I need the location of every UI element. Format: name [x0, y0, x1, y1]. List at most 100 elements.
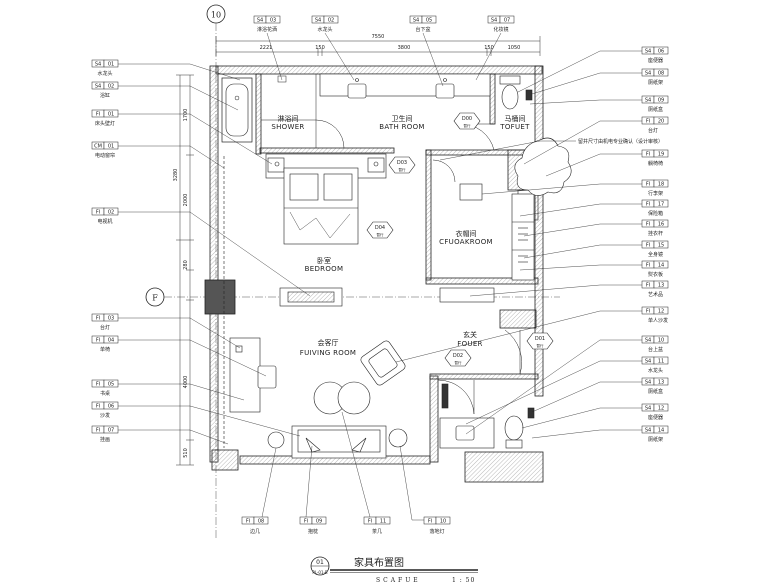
coffee-table-2	[337, 381, 371, 415]
svg-text:S4: S4	[413, 18, 419, 24]
side-table	[267, 431, 285, 449]
svg-text:D00: D00	[462, 116, 472, 122]
door-tag-d03: D03 暂行	[388, 156, 416, 174]
svg-text:18: 18	[658, 182, 664, 188]
svg-text:落地灯: 落地灯	[429, 528, 444, 535]
tag-top-3: S4 05 台下盆	[409, 15, 444, 87]
dimension-top	[215, 36, 541, 56]
svg-text:S4: S4	[645, 380, 651, 386]
svg-text:19: 19	[658, 152, 664, 158]
svg-text:FI: FI	[646, 283, 650, 289]
room-foyer-cn: 玄关	[463, 330, 477, 339]
svg-text:17: 17	[658, 202, 664, 208]
svg-text:厕纸架: 厕纸架	[648, 79, 663, 86]
room-bedroom-en: BEDROOM	[305, 265, 344, 273]
svg-text:05: 05	[426, 18, 432, 24]
svg-text:03: 03	[270, 18, 276, 24]
tag-right-9: FI 16 挂衣杆	[523, 219, 669, 237]
svg-text:FI: FI	[96, 112, 100, 118]
drawing-title-en: SCAFUE	[376, 577, 421, 584]
room-toilet-en: TOFUET	[499, 123, 530, 131]
svg-text:厕纸架: 厕纸架	[648, 436, 663, 443]
svg-text:书桌: 书桌	[100, 390, 110, 397]
grid-label-h: F	[152, 294, 158, 303]
svg-text:FI: FI	[246, 519, 250, 525]
room-toilet-cn: 马桶间	[505, 114, 526, 123]
svg-text:茶几: 茶几	[372, 528, 382, 535]
svg-text:D04: D04	[375, 225, 385, 231]
svg-text:S4: S4	[95, 62, 101, 68]
shower-area	[261, 74, 317, 121]
plant	[514, 137, 572, 196]
svg-text:02: 02	[108, 84, 114, 90]
svg-text:浴缸: 浴缸	[100, 92, 110, 99]
floor-lamp	[388, 428, 408, 448]
svg-text:厕纸盒: 厕纸盒	[648, 106, 663, 113]
svg-text:水龙头: 水龙头	[97, 70, 112, 77]
svg-text:暂行: 暂行	[399, 167, 407, 172]
svg-text:D02: D02	[453, 353, 463, 359]
dim-left-2: 3280	[173, 169, 179, 182]
svg-text:D03: D03	[397, 160, 407, 166]
svg-text:04: 04	[108, 338, 114, 344]
dim-left-5: 4000	[183, 376, 189, 389]
desk	[229, 337, 277, 413]
room-living-en: FUIVING ROOM	[300, 349, 356, 357]
drawing-number: 01	[316, 559, 324, 566]
toilet-upper	[499, 75, 533, 110]
svg-text:保险箱: 保险箱	[648, 210, 663, 217]
svg-text:化妆镜: 化妆镜	[493, 26, 508, 33]
svg-text:FI: FI	[646, 119, 650, 125]
svg-text:单椅: 单椅	[100, 346, 110, 353]
grid-label-v: 10	[211, 11, 221, 20]
room-closet-cn: 衣帽间	[456, 229, 477, 238]
svg-text:FI: FI	[428, 519, 432, 525]
svg-text:台下盆: 台下盆	[415, 26, 430, 33]
dim-total: 7550	[372, 34, 385, 40]
svg-text:FI: FI	[646, 222, 650, 228]
svg-text:01: 01	[108, 144, 114, 150]
svg-text:16: 16	[658, 222, 664, 228]
svg-text:挂衣杆: 挂衣杆	[648, 230, 663, 237]
svg-text:台上盆: 台上盆	[648, 346, 663, 353]
svg-text:S4: S4	[645, 406, 651, 412]
svg-text:淋浴花洒: 淋浴花洒	[257, 26, 277, 33]
svg-text:电视机: 电视机	[97, 218, 112, 225]
svg-text:07: 07	[504, 18, 510, 24]
door-tag-d04: D04 暂行	[366, 221, 394, 239]
dim-part-2: 150	[315, 45, 325, 51]
bathtub	[221, 77, 253, 143]
column	[204, 279, 236, 315]
room-bath-en: BATH ROOM	[379, 123, 424, 131]
svg-text:暂行: 暂行	[377, 232, 385, 237]
svg-text:06: 06	[108, 404, 114, 410]
svg-text:FI: FI	[96, 428, 100, 434]
svg-text:S4: S4	[257, 18, 263, 24]
svg-text:边几: 边几	[250, 528, 260, 535]
door-tag-d02: D02 暂行	[444, 349, 472, 367]
svg-text:11: 11	[380, 519, 386, 525]
svg-text:02: 02	[108, 210, 114, 216]
svg-text:座便器: 座便器	[648, 57, 663, 64]
svg-text:D01: D01	[535, 336, 545, 342]
door-tag-d01: D01 暂行	[526, 332, 554, 350]
svg-text:01: 01	[108, 112, 114, 118]
svg-text:S4: S4	[645, 49, 651, 55]
svg-text:躺椅椅: 躺椅椅	[648, 160, 663, 167]
svg-text:15: 15	[658, 243, 664, 249]
svg-text:S4: S4	[645, 338, 651, 344]
svg-text:FI: FI	[646, 243, 650, 249]
door-tag-d00: D00 暂行	[453, 112, 481, 130]
svg-text:S4: S4	[95, 84, 101, 90]
svg-text:10: 10	[440, 519, 446, 525]
